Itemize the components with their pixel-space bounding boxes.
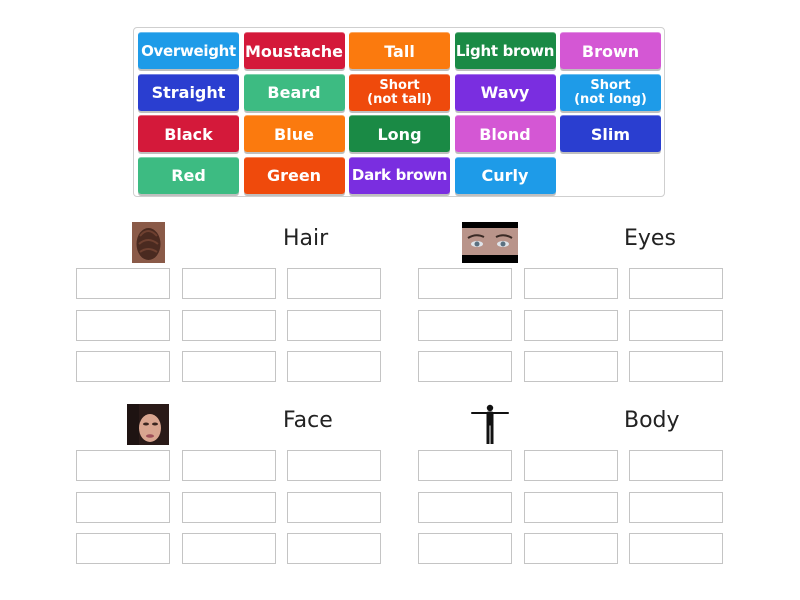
drop-slot-body[interactable] [523, 491, 618, 523]
drop-slot-face[interactable] [76, 450, 170, 481]
drop-slot-body[interactable] [418, 450, 512, 481]
drop-slot-hair[interactable] [287, 309, 381, 341]
drop-slot-eyes[interactable] [418, 309, 512, 341]
group-title-body: Body [624, 408, 680, 433]
body-image-icon [470, 404, 510, 449]
word-tile[interactable]: Blond [454, 115, 556, 152]
drop-slot-eyes[interactable] [629, 268, 723, 299]
word-tile[interactable]: Black [138, 115, 239, 152]
word-tile[interactable]: Overweight [138, 32, 239, 69]
face-image-icon [127, 404, 169, 449]
group-title-eyes: Eyes [624, 226, 676, 251]
group-title-face: Face [283, 408, 333, 433]
drop-slot-eyes[interactable] [523, 351, 618, 382]
word-tile[interactable]: Light brown [454, 32, 556, 69]
drop-slot-face[interactable] [287, 533, 381, 564]
drop-slot-body[interactable] [523, 533, 618, 564]
word-tile[interactable]: Long [349, 115, 450, 152]
drop-slot-body[interactable] [418, 491, 512, 523]
word-tile[interactable]: Short (not tall) [349, 73, 450, 111]
drop-slot-face[interactable] [181, 450, 276, 481]
drop-slot-hair[interactable] [76, 268, 170, 299]
word-tile[interactable]: Wavy [454, 73, 556, 111]
drop-slot-face[interactable] [287, 491, 381, 523]
drop-slot-hair[interactable] [76, 309, 170, 341]
word-tile[interactable]: Dark brown [349, 156, 450, 194]
group-title-hair: Hair [283, 226, 329, 251]
word-tile[interactable]: Short (not long) [560, 73, 661, 111]
word-tile[interactable]: Red [138, 156, 239, 194]
drop-slot-face[interactable] [76, 491, 170, 523]
drop-slot-eyes[interactable] [629, 309, 723, 341]
word-tile[interactable]: Moustache [243, 32, 345, 69]
hair-image-icon [132, 222, 165, 267]
drop-slot-body[interactable] [629, 450, 723, 481]
word-tile[interactable]: Tall [349, 32, 450, 69]
word-tile[interactable]: Blue [243, 115, 345, 152]
drop-slot-eyes[interactable] [418, 351, 512, 382]
drop-slot-face[interactable] [181, 533, 276, 564]
word-tile[interactable]: Brown [560, 32, 661, 69]
drop-slot-eyes[interactable] [523, 309, 618, 341]
drop-slot-eyes[interactable] [523, 268, 618, 299]
word-tile[interactable]: Beard [243, 73, 345, 111]
word-tile[interactable]: Curly [454, 156, 556, 194]
drop-slot-hair[interactable] [287, 351, 381, 382]
drop-slot-face[interactable] [287, 450, 381, 481]
drop-slot-face[interactable] [76, 533, 170, 564]
drop-slot-body[interactable] [418, 533, 512, 564]
drop-slot-face[interactable] [181, 491, 276, 523]
eyes-image-icon [462, 222, 518, 267]
drop-slot-hair[interactable] [181, 351, 276, 382]
drop-slot-eyes[interactable] [418, 268, 512, 299]
drop-slot-eyes[interactable] [629, 351, 723, 382]
word-tile[interactable]: Green [243, 156, 345, 194]
word-tile[interactable]: Straight [138, 73, 239, 111]
word-tile[interactable]: Slim [560, 115, 661, 152]
drop-slot-hair[interactable] [181, 309, 276, 341]
drop-slot-hair[interactable] [287, 268, 381, 299]
drop-slot-body[interactable] [629, 491, 723, 523]
drop-slot-hair[interactable] [181, 268, 276, 299]
drop-slot-hair[interactable] [76, 351, 170, 382]
drop-slot-body[interactable] [629, 533, 723, 564]
drop-slot-body[interactable] [523, 450, 618, 481]
